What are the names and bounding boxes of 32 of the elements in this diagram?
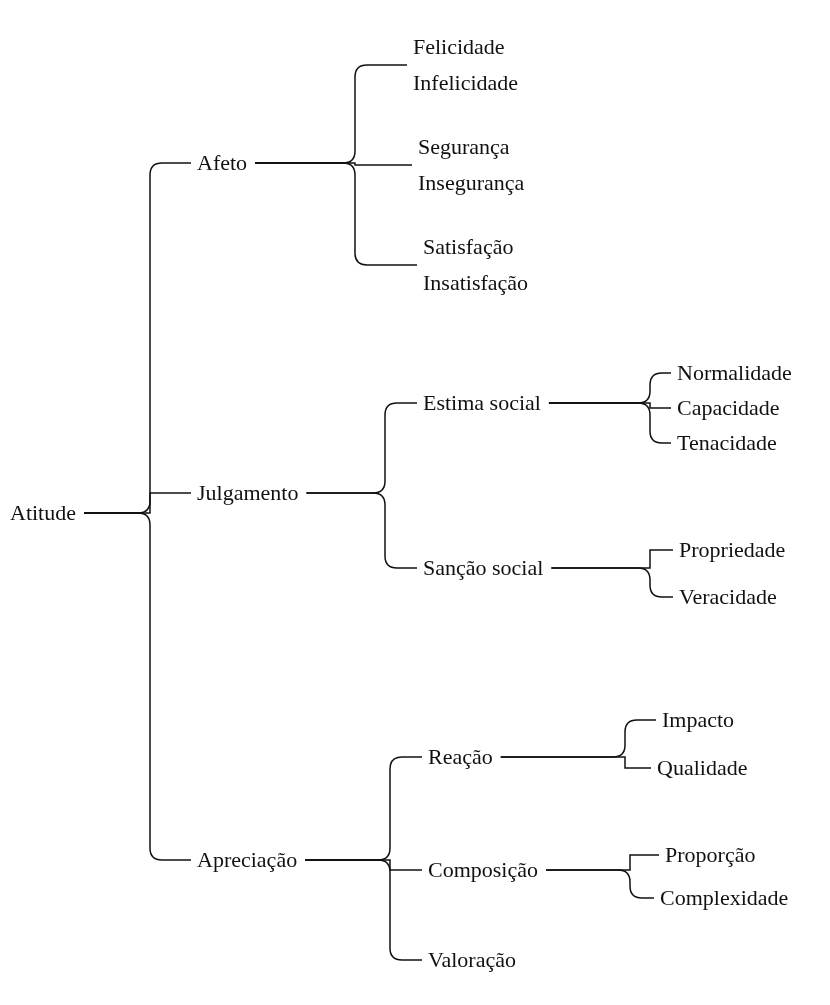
category-label: Segurança (418, 133, 511, 161)
category-label: Qualidade (657, 754, 748, 782)
category-label: Felicidade (413, 33, 506, 61)
brace-connector (550, 567, 674, 598)
category-label: Valoração (428, 946, 516, 974)
category-label: Propriedade (679, 536, 786, 564)
category-label: Apreciação (197, 846, 298, 874)
category-label: Sanção social (423, 554, 544, 582)
brace-connector (548, 402, 672, 444)
category-label: Tenacidade (677, 429, 777, 457)
category-label: Insatisfação (423, 269, 529, 297)
category-label: Capacidade (677, 394, 780, 422)
category-label: Julgamento (197, 479, 299, 507)
category-label: Atitude (10, 499, 76, 527)
brace-connector (304, 859, 423, 961)
brace-connector (545, 869, 655, 899)
category-label: Reação (428, 743, 493, 771)
category-label: Afeto (197, 149, 248, 177)
category-label: Veracidade (679, 583, 777, 611)
category-label: Satisfação (423, 233, 515, 261)
brace-connector (83, 512, 192, 861)
category-label: Normalidade (677, 359, 792, 387)
category-label: Proporção (665, 841, 756, 869)
category-label: Complexidade (660, 884, 789, 912)
brace-connector (500, 756, 652, 769)
category-label: Estima social (423, 389, 541, 417)
brace-connector (305, 492, 418, 569)
brace-connector (254, 162, 418, 266)
category-label: Impacto (662, 706, 735, 734)
category-label: Composição (428, 856, 538, 884)
category-label: Insegurança (418, 169, 525, 197)
category-label: Infelicidade (413, 69, 519, 97)
